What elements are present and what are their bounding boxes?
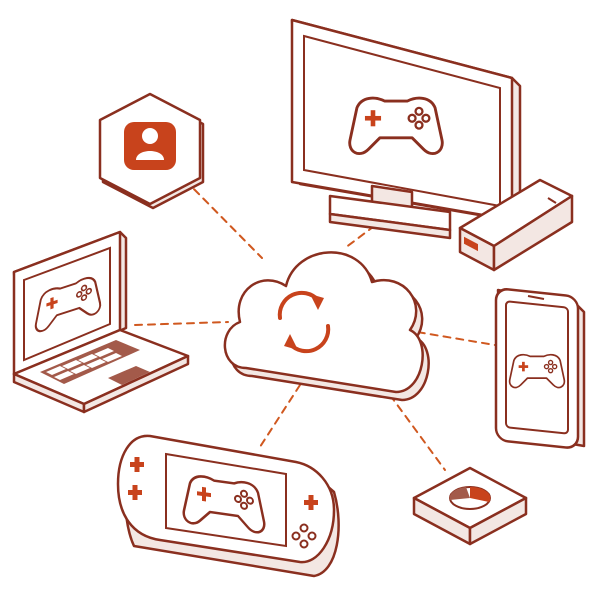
connector-laptop [134, 321, 229, 326]
connectors [134, 179, 496, 471]
handheld-dpad-left [128, 457, 144, 500]
console-icon [464, 236, 478, 252]
connector-user [184, 179, 263, 259]
pie-icon [449, 486, 491, 510]
connector-desktop [344, 217, 386, 249]
laptop-node[interactable] [12, 230, 190, 414]
cloud-sync-node[interactable] [223, 251, 430, 402]
connector-puck [389, 394, 446, 471]
sync-arrows-icon [277, 290, 331, 354]
user-profile-node[interactable] [98, 92, 205, 210]
user-icon [124, 122, 176, 170]
handheld-buttons-right [291, 495, 318, 549]
streaming-puck-node[interactable] [412, 466, 528, 546]
connector-handheld [257, 384, 301, 451]
console-box-node[interactable] [458, 178, 574, 272]
handheld-console-node[interactable] [116, 434, 340, 578]
tablet-node[interactable] [494, 288, 586, 449]
desktop-monitor-node[interactable] [290, 18, 522, 240]
